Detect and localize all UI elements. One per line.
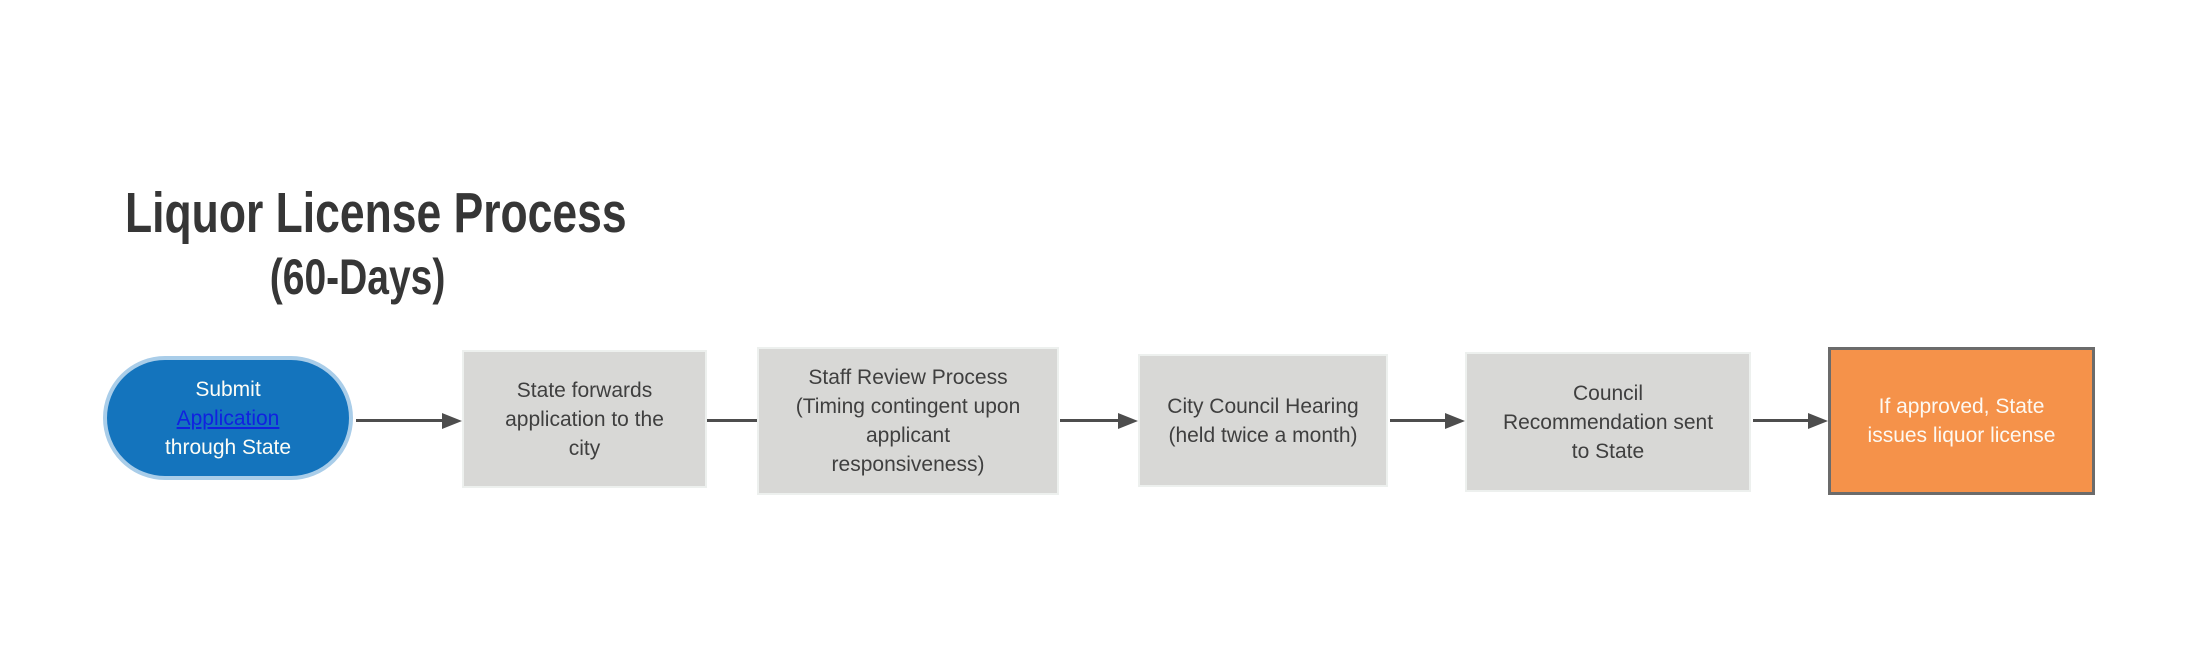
arrowhead-icon — [442, 412, 462, 429]
node-text-line: Recommendation sent — [1502, 410, 1714, 434]
node-staff-review: Staff Review Process (Timing contingent … — [757, 347, 1059, 495]
connector-start-to-forwards — [356, 412, 462, 429]
page-title: Liquor License Process — [125, 181, 627, 245]
arrowhead-icon — [1118, 412, 1138, 429]
arrowhead-icon — [1808, 412, 1828, 429]
node-text-line: Staff Review Process — [808, 366, 1008, 389]
connector-line — [356, 419, 442, 422]
node-council-recommendation: Council Recommendation sent to State — [1465, 352, 1751, 492]
node-text-line: application to the — [505, 407, 664, 431]
page-subtitle: (60-Days) — [269, 249, 446, 305]
node-text-line: issues liquor license — [1867, 424, 2056, 447]
node-text-line: Submit — [195, 377, 261, 401]
connector-recommendation-to-license — [1753, 412, 1828, 429]
connector-line — [1390, 419, 1445, 422]
node-text-line: If approved, State — [1878, 395, 2045, 418]
node-license-issued: If approved, State issues liquor license — [1828, 347, 2095, 495]
node-text-line: to State — [1571, 439, 1645, 463]
node-text-line: through State — [164, 435, 292, 459]
node-text-line: (Timing contingent upon — [795, 395, 1021, 418]
connector-line — [707, 419, 757, 422]
connector-forwards-to-review — [707, 412, 757, 429]
connector-hearing-to-recommendation — [1390, 412, 1465, 429]
connector-review-to-hearing — [1060, 412, 1138, 429]
node-text-line: Council — [1572, 381, 1644, 405]
node-council-hearing: City Council Hearing (held twice a month… — [1138, 354, 1388, 487]
connector-line — [1060, 419, 1118, 422]
arrowhead-icon — [1445, 412, 1465, 429]
node-state-forwards: State forwards application to the city — [462, 350, 707, 488]
node-text-line: State forwards — [516, 378, 653, 402]
node-text-line: responsiveness) — [831, 453, 985, 476]
node-text-line: city — [568, 436, 601, 460]
application-link[interactable]: Application — [176, 406, 280, 430]
node-text-line: (held twice a month) — [1168, 423, 1358, 447]
node-submit-application: Submit Application through State — [103, 356, 353, 480]
title-block: Liquor License Process (60-Days) — [125, 180, 627, 306]
node-text-line: applicant — [865, 424, 951, 447]
node-text-line: City Council Hearing — [1167, 394, 1359, 418]
page-subtitle-wrap: (60-Days) — [125, 248, 590, 306]
connector-line — [1753, 419, 1808, 422]
